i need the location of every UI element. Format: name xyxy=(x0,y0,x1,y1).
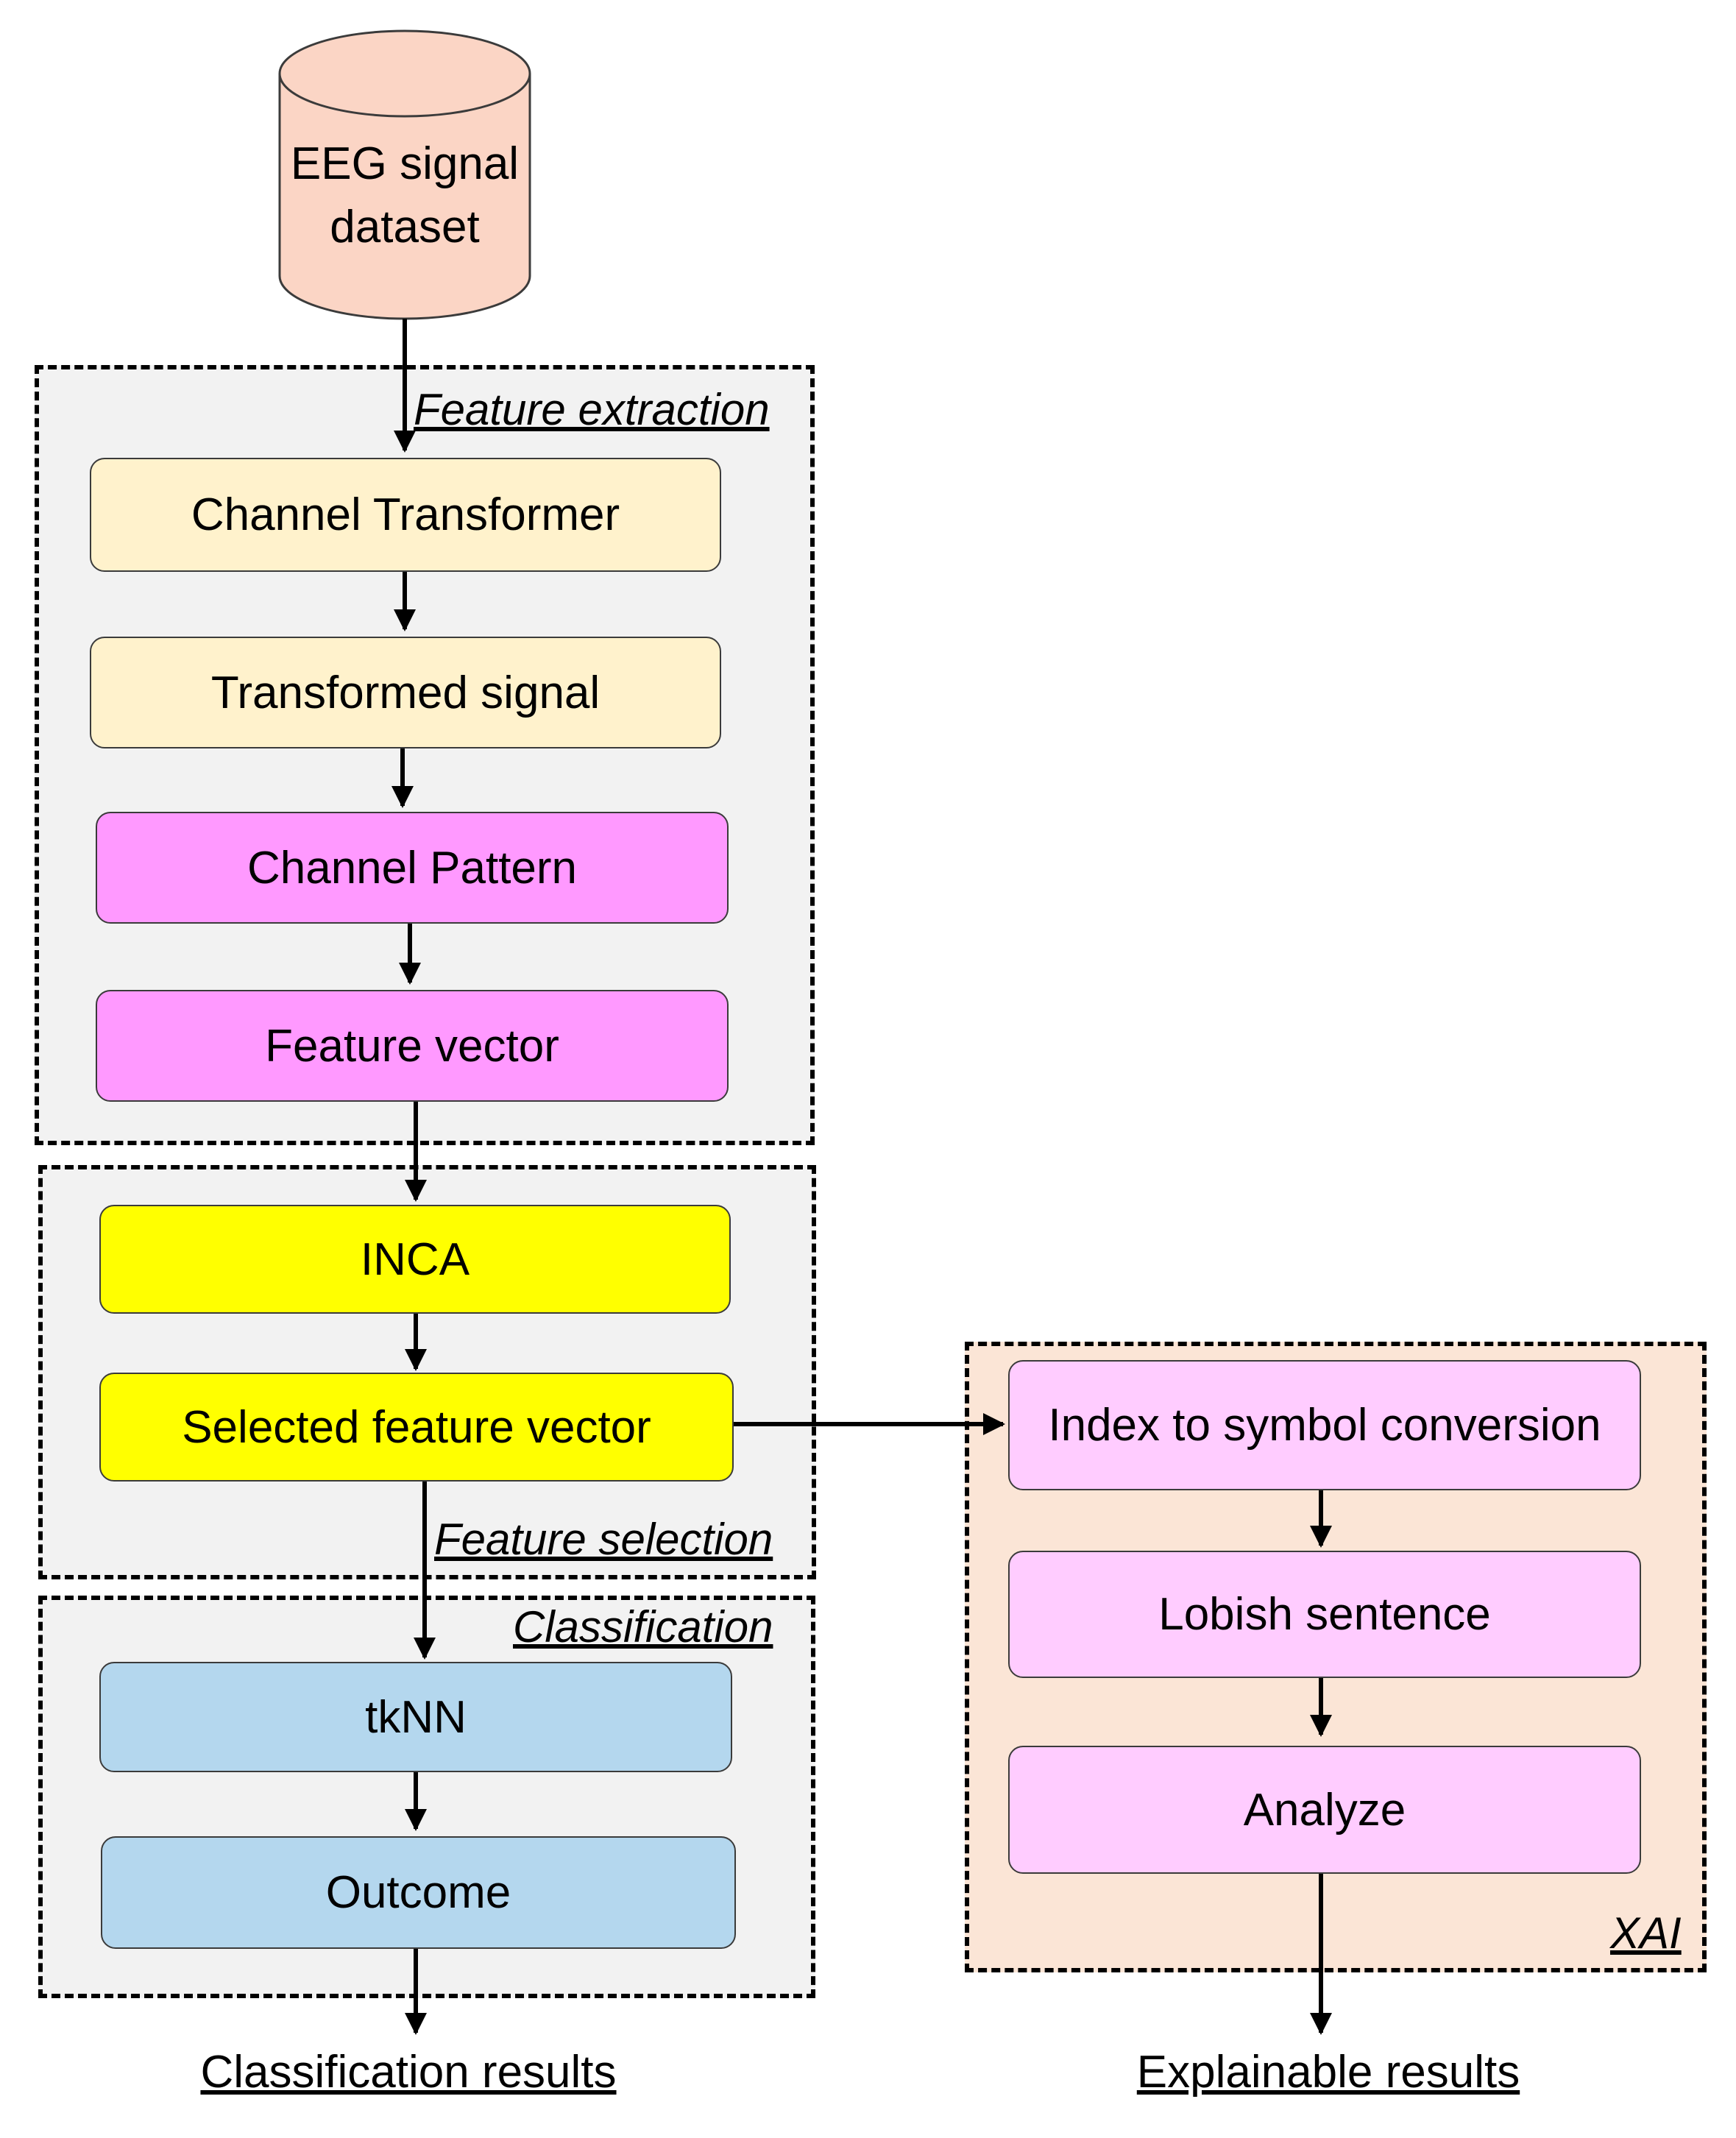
database-label-line1: EEG signal xyxy=(290,138,520,189)
outcome-label: Outcome xyxy=(325,1867,511,1918)
index-to-symbol-label: Index to symbol conversion xyxy=(1048,1400,1601,1451)
inca-node: INCA xyxy=(99,1205,731,1314)
database-label-line2: dataset xyxy=(330,202,480,252)
classification-label: Classification xyxy=(513,1602,773,1652)
channel-transformer-node: Channel Transformer xyxy=(90,458,721,572)
selected-feature-vector-node: Selected feature vector xyxy=(99,1373,734,1482)
channel-pattern-node: Channel Pattern xyxy=(96,812,729,924)
analyze-label: Analyze xyxy=(1243,1784,1406,1836)
feature-vector-label: Feature vector xyxy=(265,1020,559,1072)
classification-results-label: Classification results xyxy=(200,2047,617,2098)
index-to-symbol-node: Index to symbol conversion xyxy=(1008,1360,1641,1490)
feature-selection-label: Feature selection xyxy=(434,1515,773,1564)
analyze-node: Analyze xyxy=(1008,1746,1641,1874)
database-label: EEG signal dataset xyxy=(280,132,530,259)
selected-feature-vector-label: Selected feature vector xyxy=(182,1401,651,1453)
tknn-node: tkNN xyxy=(99,1662,732,1772)
feature-extraction-label: Feature extraction xyxy=(414,385,770,434)
inca-label: INCA xyxy=(360,1233,470,1285)
tknn-label: tkNN xyxy=(365,1691,467,1743)
lobish-sentence-label: Lobish sentence xyxy=(1158,1589,1491,1640)
outcome-node: Outcome xyxy=(101,1836,736,1949)
database-cylinder xyxy=(278,29,531,320)
channel-transformer-label: Channel Transformer xyxy=(191,489,620,540)
feature-vector-node: Feature vector xyxy=(96,990,729,1102)
transformed-signal-node: Transformed signal xyxy=(90,637,721,748)
xai-label: XAI xyxy=(1610,1908,1682,1958)
lobish-sentence-node: Lobish sentence xyxy=(1008,1551,1641,1678)
channel-pattern-label: Channel Pattern xyxy=(247,842,578,893)
explainable-results-label: Explainable results xyxy=(1136,2047,1520,2098)
transformed-signal-label: Transformed signal xyxy=(210,667,600,718)
